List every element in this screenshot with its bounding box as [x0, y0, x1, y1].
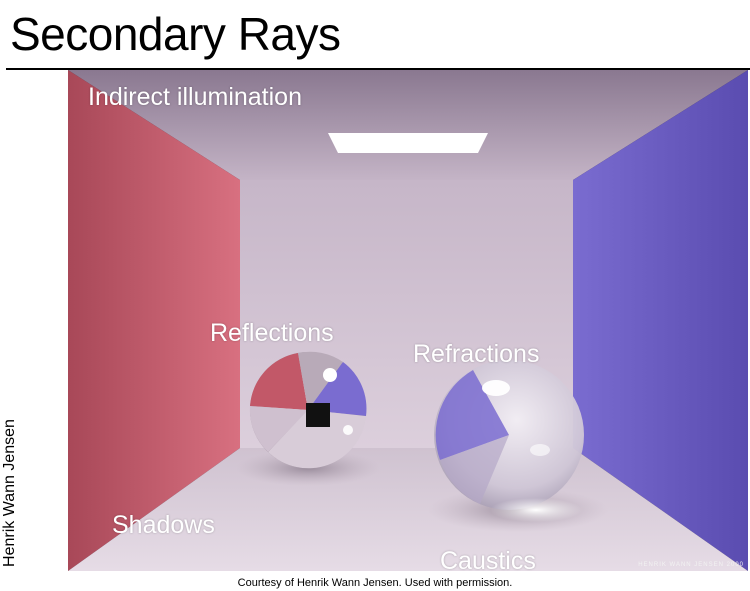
right-wall [573, 70, 748, 571]
image-courtesy-caption: Courtesy of Henrik Wann Jensen. Used wit… [237, 577, 513, 589]
label-reflections: Reflections [210, 319, 334, 347]
label-caustics: Caustics [440, 547, 536, 571]
render-watermark: HENRIK WANN JENSEN 2000 [638, 562, 744, 568]
caustic-highlight [490, 498, 582, 522]
slide-title: Secondary Rays [10, 8, 341, 60]
label-indirect-illumination: Indirect illumination [88, 83, 302, 111]
label-shadows: Shadows [112, 511, 215, 539]
ceiling [68, 70, 748, 180]
title-divider [6, 68, 750, 70]
label-refractions: Refractions [413, 340, 540, 368]
ceiling-light [328, 133, 488, 153]
rendered-scene-graphic [68, 70, 748, 571]
side-credit: Henrik Wann Jensen [1, 419, 18, 567]
cornell-box-render: Indirect illumination Reflections Refrac… [68, 70, 748, 571]
glass-sphere [434, 360, 584, 510]
floor [68, 448, 748, 571]
left-wall [68, 70, 240, 571]
mirror-sphere [249, 351, 367, 469]
